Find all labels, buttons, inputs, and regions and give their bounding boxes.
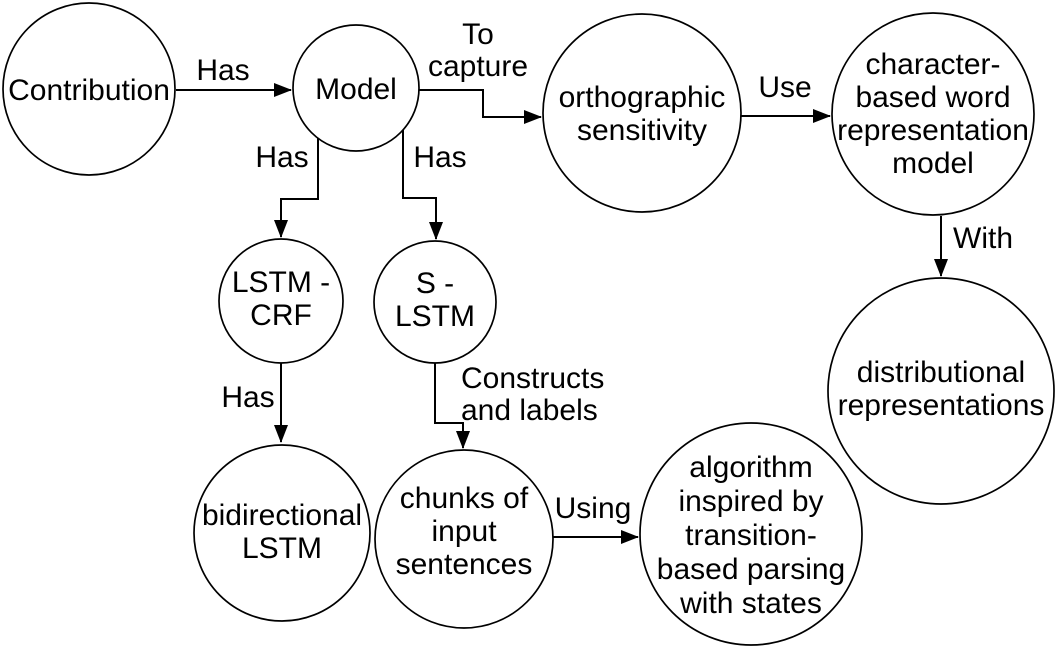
node-chunks-of-input-sentences: chunks of input sentences [374,449,554,629]
node-lstm-crf: LSTM - CRF [218,238,344,364]
edge-label-constructs-line2: and labels [461,394,598,427]
node-label-character-based-line3: representation [837,114,1029,147]
node-label-bidirectional-lstm-line1: bidirectional [202,499,362,532]
edge-line-slstm-chunks [434,363,470,449]
edge-chunks-algorithm: Using [553,492,639,544]
edge-label-use: Use [758,71,811,104]
edge-line-model-lstmcrf [274,136,319,238]
node-label-lstm-crf-line2: CRF [250,299,312,332]
node-circle-s-lstm [373,240,497,364]
node-label-chunks-line3: sentences [396,548,533,581]
node-label-orthographic-sensitivity-line2: sensitivity [577,114,707,147]
edge-label-has-1: Has [196,54,249,87]
edge-label-using: Using [555,492,632,525]
node-label-algorithm-line1: algorithm [689,451,812,484]
edge-lstmcrf-bidirectional: Has [221,363,288,443]
edge-model-orthographic: To capture [419,18,542,124]
node-label-character-based-line1: character- [865,48,1000,81]
edge-model-slstm: Has [402,130,467,240]
node-label-algorithm-line5: with states [679,587,822,620]
edge-label-constructs-line1: Constructs [461,362,604,395]
node-circle-bidirectional-lstm [193,444,371,622]
node-label-chunks-line1: chunks of [400,482,529,515]
node-circle-contribution [2,2,176,176]
edge-contribution-model: Has [176,54,292,97]
node-circle-model [292,24,420,152]
node-label-lstm-crf-line1: LSTM - [232,266,330,299]
node-label-model: Model [315,73,397,106]
edge-slstm-chunks: Constructs and labels [434,362,604,449]
edge-label-has-3: Has [413,141,466,174]
edge-orthographic-character: Use [741,71,831,123]
node-label-algorithm-line3: transition- [685,519,817,552]
node-label-distributional-line1: distributional [857,356,1025,389]
edge-label-has-2: Has [255,141,308,174]
node-model: Model [292,24,420,152]
edge-label-to-capture-line2: capture [428,50,528,83]
node-circle-distributional [827,277,1055,505]
node-label-s-lstm-line2: LSTM [395,300,475,333]
node-circle-lstm-crf [218,238,344,364]
edge-model-lstmcrf: Has [255,136,319,238]
node-label-distributional-line2: representations [838,389,1045,422]
node-label-chunks-line2: input [431,515,497,548]
node-circle-orthographic-sensitivity [542,13,742,213]
node-contribution: Contribution [2,2,176,176]
node-label-bidirectional-lstm-line2: LSTM [242,532,322,565]
node-orthographic-sensitivity: orthographic sensitivity [542,13,742,213]
node-label-orthographic-sensitivity-line1: orthographic [559,81,726,114]
node-character-based-word-representation-model: character- based word representation mod… [831,12,1035,216]
edge-label-to-capture-line1: To [462,18,494,51]
edge-label-has-4: Has [221,381,274,414]
edge-character-distributional: With [934,216,1013,277]
edge-line-model-slstm [402,130,443,240]
node-label-algorithm-line4: based parsing [657,553,845,586]
node-s-lstm: S - LSTM [373,240,497,364]
node-label-contribution: Contribution [8,74,170,107]
edge-label-with: With [953,222,1013,255]
node-circle-character-based [831,12,1035,216]
node-circle-algorithm [639,422,863,646]
node-label-character-based-line2: based word [855,81,1010,114]
node-distributional-representations: distributional representations [827,277,1055,505]
node-circle-chunks [374,449,554,629]
edge-line-model-orthographic [419,89,542,124]
node-bidirectional-lstm: bidirectional LSTM [193,444,371,622]
node-label-character-based-line4: model [892,147,974,180]
node-label-algorithm-line2: inspired by [678,485,823,518]
node-label-s-lstm-line1: S - [416,267,454,300]
node-algorithm-transition-based-parsing: algorithm inspired by transition- based … [639,422,863,646]
